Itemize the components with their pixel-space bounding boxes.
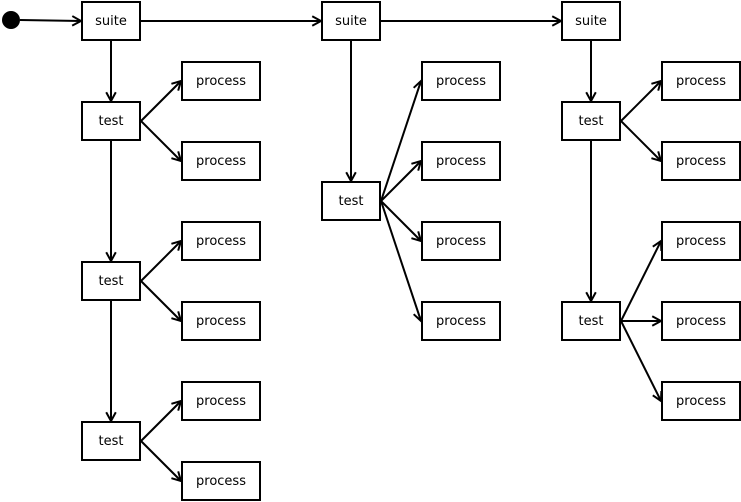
node-label: test <box>98 433 124 449</box>
process-node: process <box>661 381 741 421</box>
edge-t1a-p1 <box>140 80 182 122</box>
process-node: process <box>661 141 741 181</box>
process-node: process <box>421 221 501 261</box>
node-label: process <box>676 233 726 249</box>
edge-t2-p7 <box>380 80 422 202</box>
node-label: process <box>436 153 486 169</box>
process-node: process <box>661 61 741 101</box>
node-label: test <box>578 313 604 329</box>
node-label: process <box>196 313 246 329</box>
node-label: process <box>436 233 486 249</box>
process-node: process <box>661 221 741 261</box>
process-node: process <box>181 301 261 341</box>
edge-t3a-p11 <box>620 80 662 122</box>
edge-t2-p8 <box>380 160 422 202</box>
test-node: test <box>81 421 141 461</box>
edge-t1a-p2 <box>140 120 182 162</box>
node-label: test <box>578 113 604 129</box>
process-node: process <box>181 61 261 101</box>
node-label: process <box>196 473 246 489</box>
test-node: test <box>321 181 381 221</box>
node-label: process <box>676 393 726 409</box>
process-node: process <box>181 141 261 181</box>
edge-t3b-p13 <box>620 240 662 322</box>
suite-node: suite <box>561 1 621 41</box>
process-node: process <box>421 301 501 341</box>
edge-t1c-p6 <box>140 440 182 482</box>
node-label: process <box>196 73 246 89</box>
edge-t1c-p5 <box>140 400 182 442</box>
node-label: suite <box>95 13 127 29</box>
node-label: suite <box>575 13 607 29</box>
edge-t3a-p12 <box>620 120 662 162</box>
process-node: process <box>181 461 261 501</box>
process-node: process <box>181 381 261 421</box>
suite-node: suite <box>81 1 141 41</box>
process-node: process <box>421 141 501 181</box>
edge-t3b-p15 <box>620 320 662 402</box>
start-node <box>2 11 20 29</box>
node-label: process <box>196 153 246 169</box>
test-node: test <box>81 101 141 141</box>
node-label: test <box>98 113 124 129</box>
node-label: process <box>436 313 486 329</box>
node-label: process <box>676 313 726 329</box>
test-node: test <box>81 261 141 301</box>
node-label: process <box>676 73 726 89</box>
edge-t2-p9 <box>380 200 422 242</box>
node-label: process <box>196 233 246 249</box>
node-label: suite <box>335 13 367 29</box>
test-node: test <box>561 301 621 341</box>
node-label: test <box>338 193 364 209</box>
node-label: process <box>436 73 486 89</box>
process-node: process <box>661 301 741 341</box>
test-node: test <box>561 101 621 141</box>
suite-node: suite <box>321 1 381 41</box>
edge-start-s1 <box>19 19 82 22</box>
edge-t1b-p3 <box>140 240 182 282</box>
node-label: process <box>676 153 726 169</box>
edge-t1b-p4 <box>140 280 182 322</box>
process-node: process <box>181 221 261 261</box>
edge-t2-p10 <box>380 200 422 322</box>
process-node: process <box>421 61 501 101</box>
node-label: process <box>196 393 246 409</box>
node-label: test <box>98 273 124 289</box>
